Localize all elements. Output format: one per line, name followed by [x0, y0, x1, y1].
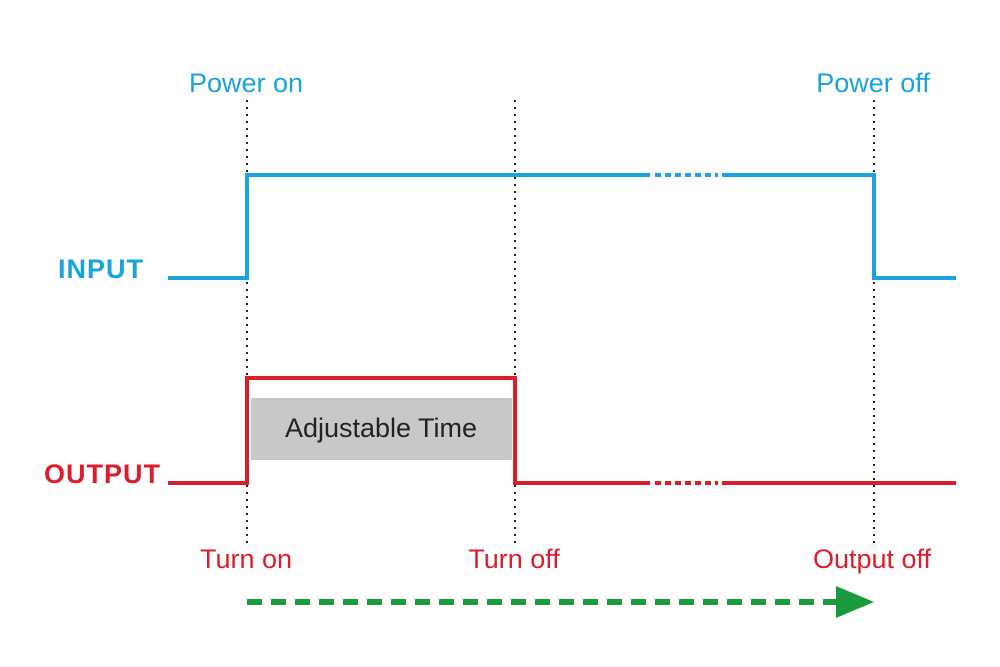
input-signal-line-end — [722, 173, 956, 280]
power-off-label: Power off — [816, 68, 930, 98]
output-label: OUTPUT — [44, 459, 161, 489]
output-off-label: Output off — [813, 544, 932, 574]
adjustable-time-label: Adjustable Time — [285, 413, 477, 443]
input-label: INPUT — [58, 254, 144, 284]
input-signal-line — [168, 173, 650, 280]
power-on-label: Power on — [189, 68, 303, 98]
output-signal-line — [168, 376, 650, 485]
turn-on-label: Turn on — [200, 544, 292, 574]
adjustable-time-box — [251, 398, 512, 460]
timeline-arrow-head — [836, 586, 874, 618]
turn-off-label: Turn off — [468, 544, 560, 574]
